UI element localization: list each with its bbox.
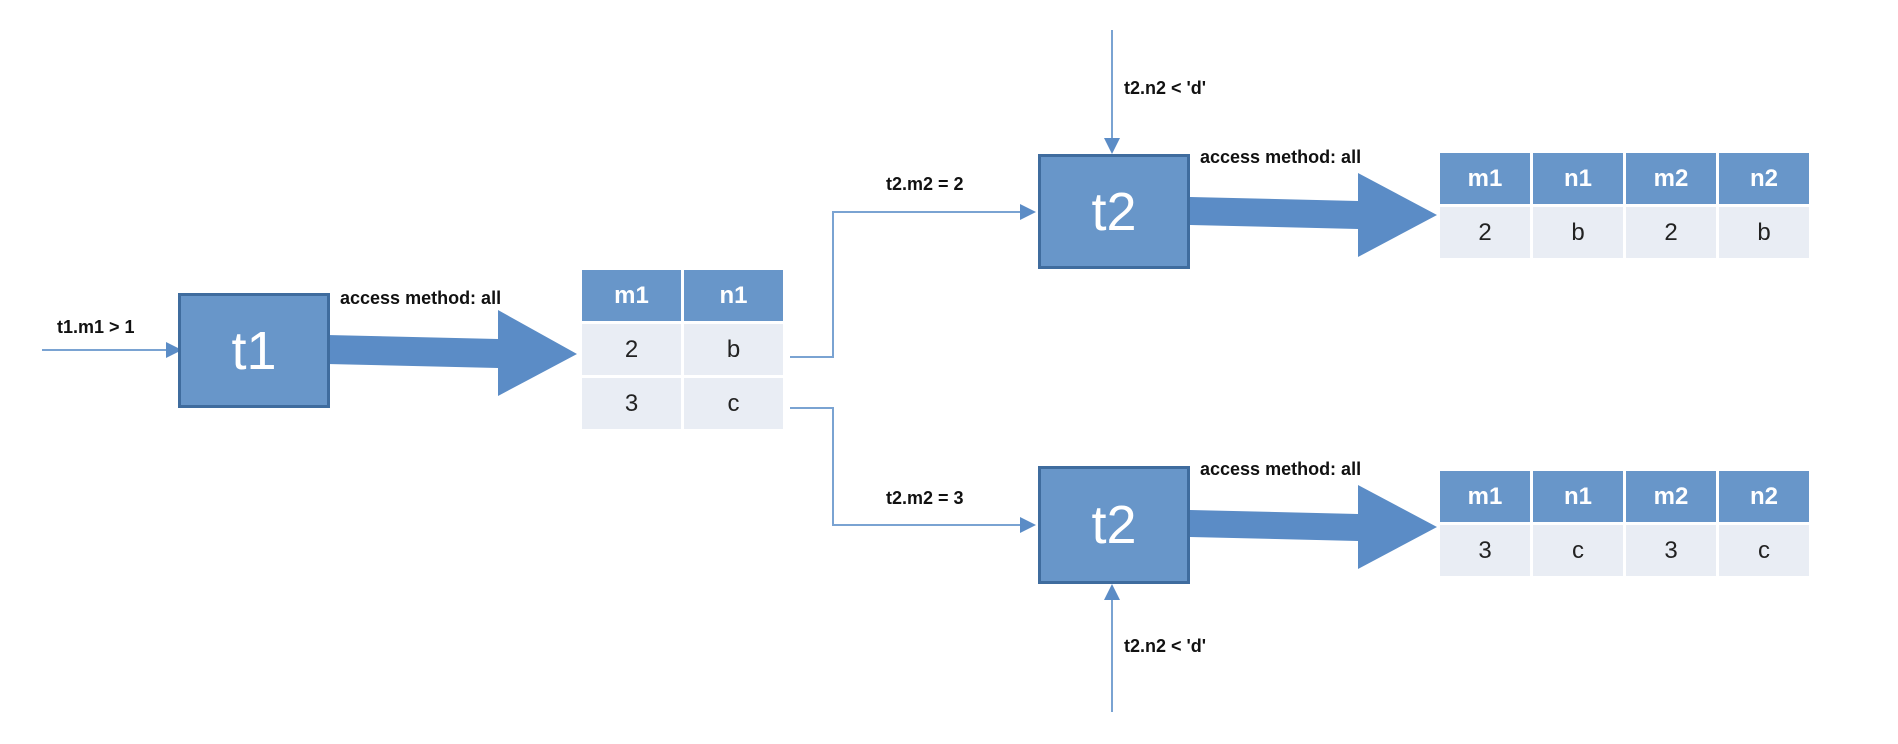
t2-bottom-result-table: m1 n1 m2 n2 3 c 3 c xyxy=(1437,468,1812,579)
table-cell: 3 xyxy=(1626,525,1716,576)
column-header: m2 xyxy=(1626,153,1716,204)
t2-top-join-label: t2.m2 = 2 xyxy=(886,174,964,194)
column-header: n2 xyxy=(1719,471,1809,522)
t2-bottom-filter-arrowhead xyxy=(1104,584,1120,600)
connector-row-c-to-t2-bottom xyxy=(790,407,1020,526)
t1-access-label: access method: all xyxy=(340,288,502,308)
table-header-row: m1 n1 m2 n2 xyxy=(1440,471,1809,522)
table-cell: 2 xyxy=(1626,207,1716,258)
t2-bottom-node: t2 xyxy=(1038,466,1190,584)
table-header-row: m1 n1 xyxy=(582,270,783,321)
t2-top-join-arrowhead xyxy=(1020,204,1036,220)
t2-bottom-join-arrowhead xyxy=(1020,517,1036,533)
t2-top-access-label: access method: all xyxy=(1200,147,1362,167)
table-cell: c xyxy=(684,378,783,429)
t1-node: t1 xyxy=(178,293,330,408)
column-header: n1 xyxy=(1533,471,1623,522)
t2-top-filter-label: t2.n2 < 'd' xyxy=(1124,78,1207,98)
table-cell: 2 xyxy=(1440,207,1530,258)
column-header: m1 xyxy=(1440,471,1530,522)
table-row: 2 b 2 b xyxy=(1440,207,1809,258)
table-cell: 3 xyxy=(582,378,681,429)
t2-top-node-label: t2 xyxy=(1091,181,1137,242)
table-cell: 2 xyxy=(582,324,681,375)
t2-bottom-access-label: access method: all xyxy=(1200,459,1362,479)
column-header: m1 xyxy=(1440,153,1530,204)
column-header: n2 xyxy=(1719,153,1809,204)
t2-bottom-join-label: t2.m2 = 3 xyxy=(886,488,964,508)
column-header: n1 xyxy=(684,270,783,321)
table-header-row: m1 n1 m2 n2 xyxy=(1440,153,1809,204)
t1-input-arrowhead xyxy=(166,342,182,358)
t2-bottom-filter-label: t2.n2 < 'd' xyxy=(1124,636,1207,656)
table-cell: c xyxy=(1719,525,1809,576)
table-cell: b xyxy=(1719,207,1809,258)
table-row: 3 c 3 c xyxy=(1440,525,1809,576)
t2-top-result-table: m1 n1 m2 n2 2 b 2 b xyxy=(1437,150,1812,261)
t1-filter-label: t1.m1 > 1 xyxy=(57,317,135,337)
column-header: m2 xyxy=(1626,471,1716,522)
t2-top-filter-arrowhead xyxy=(1104,138,1120,154)
t2-bottom-node-label: t2 xyxy=(1091,495,1137,555)
table-row: 2 b xyxy=(582,324,783,375)
table-row: 3 c xyxy=(582,378,783,429)
t1-result-table: m1 n1 2 b 3 c xyxy=(579,267,786,432)
t1-output-arrow xyxy=(327,310,577,396)
table-cell: b xyxy=(1533,207,1623,258)
connector-row-b-to-t2-top xyxy=(790,211,1020,358)
table-cell: b xyxy=(684,324,783,375)
t1-node-label: t1 xyxy=(231,320,277,381)
column-header: m1 xyxy=(582,270,681,321)
t2-top-node: t2 xyxy=(1038,154,1190,269)
column-header: n1 xyxy=(1533,153,1623,204)
t2-top-output-arrow xyxy=(1190,173,1437,257)
table-cell: c xyxy=(1533,525,1623,576)
t2-bottom-output-arrow xyxy=(1190,485,1437,569)
table-cell: 3 xyxy=(1440,525,1530,576)
